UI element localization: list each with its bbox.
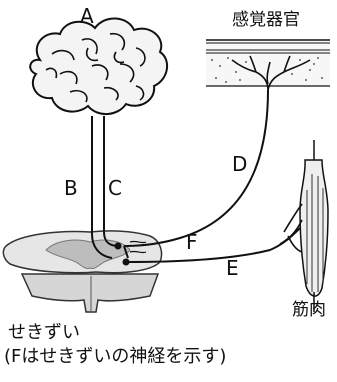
label-a: A [80, 6, 94, 26]
spinal-cord [3, 231, 161, 312]
sense-organ-label: 感覚器官 [232, 10, 300, 30]
label-f: F [186, 232, 198, 252]
muscle-label: 筋肉 [292, 300, 326, 320]
sense-organ-skin [206, 40, 330, 90]
spinal-cord-label: せきずい [8, 322, 80, 344]
label-b: B [64, 178, 78, 198]
brain [30, 18, 167, 114]
label-c: C [108, 178, 122, 198]
muscle [300, 140, 328, 312]
caption-note: (Fはせきずいの神経を示す) [4, 346, 226, 368]
label-d: D [232, 154, 247, 174]
label-e: E [226, 258, 239, 278]
